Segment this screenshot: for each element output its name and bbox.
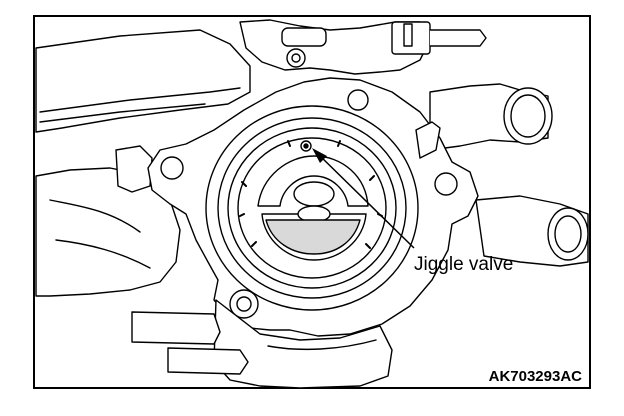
connector-post bbox=[403, 23, 413, 47]
bracket-hole-inner bbox=[291, 53, 301, 63]
flange-hole-bottom-inner bbox=[236, 296, 252, 312]
bracket-tab bbox=[281, 27, 327, 47]
connector-tube bbox=[429, 29, 487, 47]
leader-arrowhead bbox=[312, 148, 327, 163]
thermostat-ring-4 bbox=[237, 137, 387, 279]
lower-left-casting-ridge bbox=[49, 199, 141, 233]
lower-outlet-pipe bbox=[131, 311, 221, 345]
thermostat-bridge bbox=[257, 155, 369, 207]
lower-left-casting-ridge bbox=[55, 239, 151, 269]
engine-parts bbox=[35, 19, 589, 389]
jiggle-valve-center bbox=[303, 143, 309, 149]
leader-line bbox=[315, 151, 415, 249]
right-mount-arm bbox=[415, 121, 441, 159]
lower-housing bbox=[213, 299, 393, 389]
callout-leader bbox=[312, 148, 415, 249]
thermostat-bridge-shadow bbox=[266, 220, 360, 254]
lower-outlet-pipe-2 bbox=[167, 347, 249, 375]
left-lug bbox=[115, 145, 153, 193]
figure-id: AK703293AC bbox=[489, 368, 583, 385]
flange-hole-left bbox=[160, 156, 184, 180]
lower-pipe-opening-inner bbox=[554, 215, 582, 253]
background-casting bbox=[35, 29, 251, 133]
housing-ridge bbox=[267, 339, 377, 351]
lower-left-casting bbox=[35, 167, 181, 297]
callout-label: Jiggle valve bbox=[414, 254, 513, 275]
background-casting-ridge bbox=[39, 87, 241, 113]
pipe-opening-inner bbox=[510, 94, 546, 138]
background-casting-ridge bbox=[39, 103, 206, 123]
flange-hole-top bbox=[347, 89, 369, 111]
thermostat-bridge-lower-outline bbox=[265, 219, 361, 255]
flange-hole-right bbox=[434, 172, 458, 196]
